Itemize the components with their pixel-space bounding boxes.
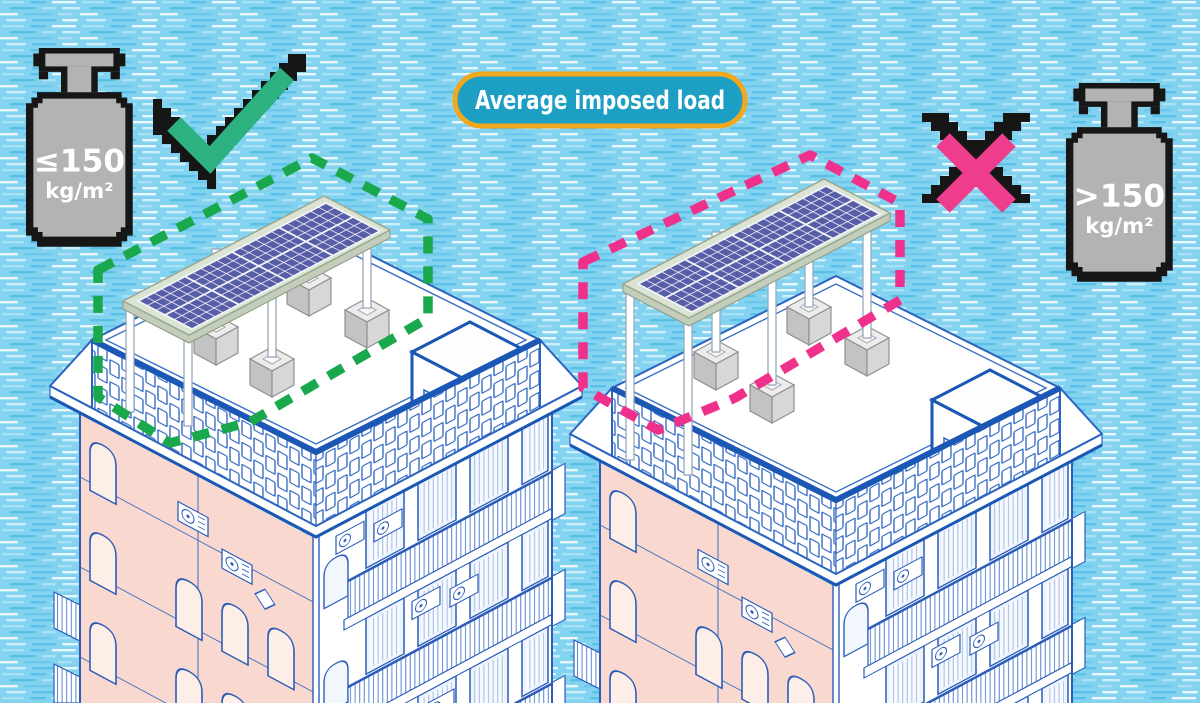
panel-table [621, 178, 892, 327]
weight-limit-right-line1: >150 [1074, 178, 1165, 214]
check-icon [153, 54, 306, 189]
weight-limit-right-line2: kg/m² [1085, 213, 1153, 238]
solar-canopy-left [121, 195, 392, 427]
weight-icon-left: ≤150 kg/m² [26, 48, 133, 247]
title-badge: Average imposed load [452, 71, 748, 129]
title-text: Average imposed load [475, 86, 725, 116]
weight-icon-right: >150 kg/m² [1066, 83, 1173, 282]
x-icon [922, 113, 1030, 213]
allowed-zone-outline [93, 153, 433, 448]
panel-table [121, 195, 392, 344]
weight-limit-left-line2: kg/m² [45, 178, 113, 203]
not-allowed-zone-outline [578, 150, 905, 435]
weight-limit-left-line1: ≤150 [34, 143, 125, 179]
solar-canopy-right [621, 178, 892, 476]
